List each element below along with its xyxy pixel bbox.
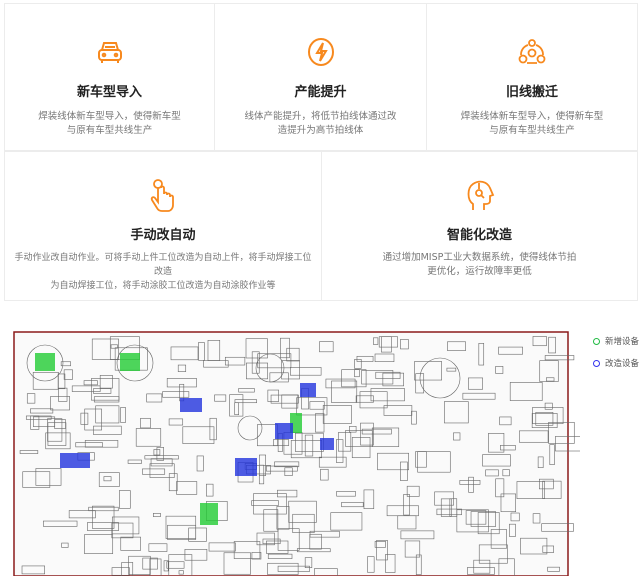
card-desc: 焊装线体新车型导入，使得新车型 与原有车型共线生产	[460, 111, 604, 136]
card-smart: 智能化改造 通过增加MISP工业大数据系统，使得线体节拍 更优化，运行故障率更低	[321, 151, 638, 301]
equipment-mark	[35, 353, 55, 371]
card-title: 新车型导入	[76, 85, 142, 100]
legend-item-new: 新增设备	[593, 335, 639, 347]
equipment-mark	[180, 398, 202, 412]
card-title: 手动改自动	[130, 228, 196, 243]
card-title: 智能化改造	[446, 228, 512, 243]
relocation-icon	[518, 39, 546, 64]
card-desc: 线体产能提升，将低节拍线体通过改 造提升为高节拍线体	[244, 111, 397, 136]
card-desc: 焊装线体新车型导入，使得新车型 与原有车型共线生产	[38, 111, 181, 136]
card-relocation: 旧线搬迁 焊装线体新车型导入，使得新车型 与原有车型共线生产	[426, 3, 638, 151]
equipment-mark	[120, 353, 140, 371]
card-new-model: 新车型导入 焊装线体新车型导入，使得新车型 与原有车型共线生产	[4, 3, 215, 151]
card-capacity: 产能提升 线体产能提升，将低节拍线体通过改 造提升为高节拍线体	[214, 3, 427, 151]
equipment-mark	[300, 383, 316, 397]
equipment-mark	[320, 438, 334, 450]
car-icon	[97, 42, 122, 63]
lightning-icon	[307, 38, 334, 66]
card-manual-to-auto: 手动改自动 手动作业改自动作业。可将手动上件工位改造为自动上件，将手动焊接工位 …	[4, 151, 322, 301]
equipment-mark	[275, 423, 293, 439]
card-desc: 手动作业改自动作业。可将手动上件工位改造为自动上件，将手动焊接工位 改造 为自动…	[14, 253, 312, 291]
legend-item-modified: 改造设备	[593, 357, 639, 369]
equipment-mark	[200, 503, 218, 525]
ai-head-icon	[467, 180, 494, 210]
equipment-mark	[235, 458, 257, 476]
factory-layout-drawing	[13, 331, 580, 576]
green-circle-icon	[593, 338, 600, 345]
equipment-mark	[60, 453, 90, 468]
blue-circle-icon	[593, 360, 600, 367]
card-title: 旧线搬迁	[505, 85, 558, 100]
card-title: 产能提升	[294, 85, 347, 100]
card-desc: 通过增加MISP工业大数据系统，使得线体节拍 更优化，运行故障率更低	[382, 252, 577, 277]
hand-pointer-icon	[150, 179, 174, 212]
